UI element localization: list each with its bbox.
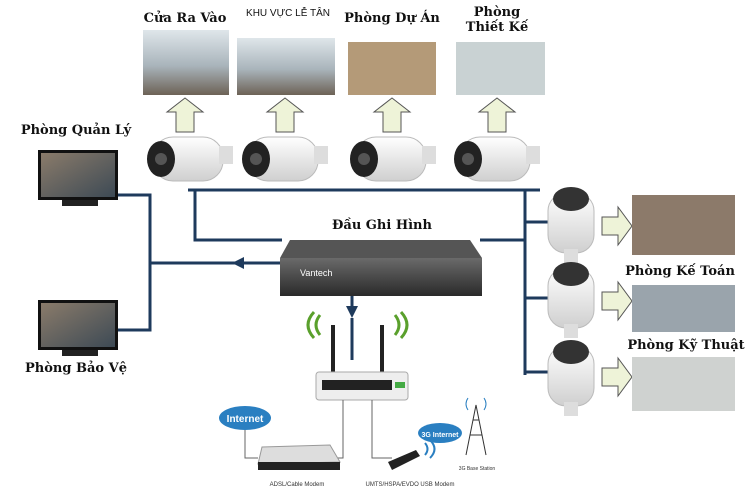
dvr-brand: Vantech xyxy=(300,268,333,278)
room-label: KHU VỰC LỄ TÂN xyxy=(246,8,330,19)
3g-cloud xyxy=(418,423,462,443)
adsl-modem xyxy=(257,444,341,470)
adsl-label: ADSL/Cable Modem xyxy=(269,482,325,488)
usb-modem-label: UMTS/HSPA/EVDO USB Modem xyxy=(365,482,455,488)
base-station-label: 3G Base Station xyxy=(458,466,496,472)
dvr-label: Đầu Ghi Hình xyxy=(332,218,432,233)
cameras-right xyxy=(547,187,595,416)
router xyxy=(306,310,409,401)
monitors xyxy=(38,150,118,356)
internet-label: Internet xyxy=(226,414,264,425)
arrow-down-icon xyxy=(346,306,358,318)
room-label: Phòng Thiết Kế xyxy=(465,5,529,35)
connection-lines xyxy=(118,188,550,375)
room-label: Phòng Kỹ Thuật xyxy=(627,338,745,353)
usb-modem xyxy=(388,439,436,470)
room-photos-top xyxy=(143,30,545,95)
base-station xyxy=(465,397,487,456)
3g-internet-label: 3G Internet xyxy=(421,432,459,439)
up-arrows xyxy=(165,97,517,133)
room-label: Phòng Kế Toán xyxy=(625,264,735,279)
cameras-top xyxy=(147,136,540,182)
dvr-device xyxy=(280,240,482,296)
arrow-left-icon xyxy=(232,257,244,269)
monitor-label: Phòng Bảo Vệ xyxy=(25,361,127,376)
room-label: Cửa Ra Vào xyxy=(143,11,227,26)
right-arrows xyxy=(601,205,633,398)
room-label: Phòng Dự Án xyxy=(344,11,440,26)
internet-cloud xyxy=(219,406,271,430)
monitor-label: Phòng Quản Lý xyxy=(20,123,132,138)
room-photos-right xyxy=(632,195,735,411)
